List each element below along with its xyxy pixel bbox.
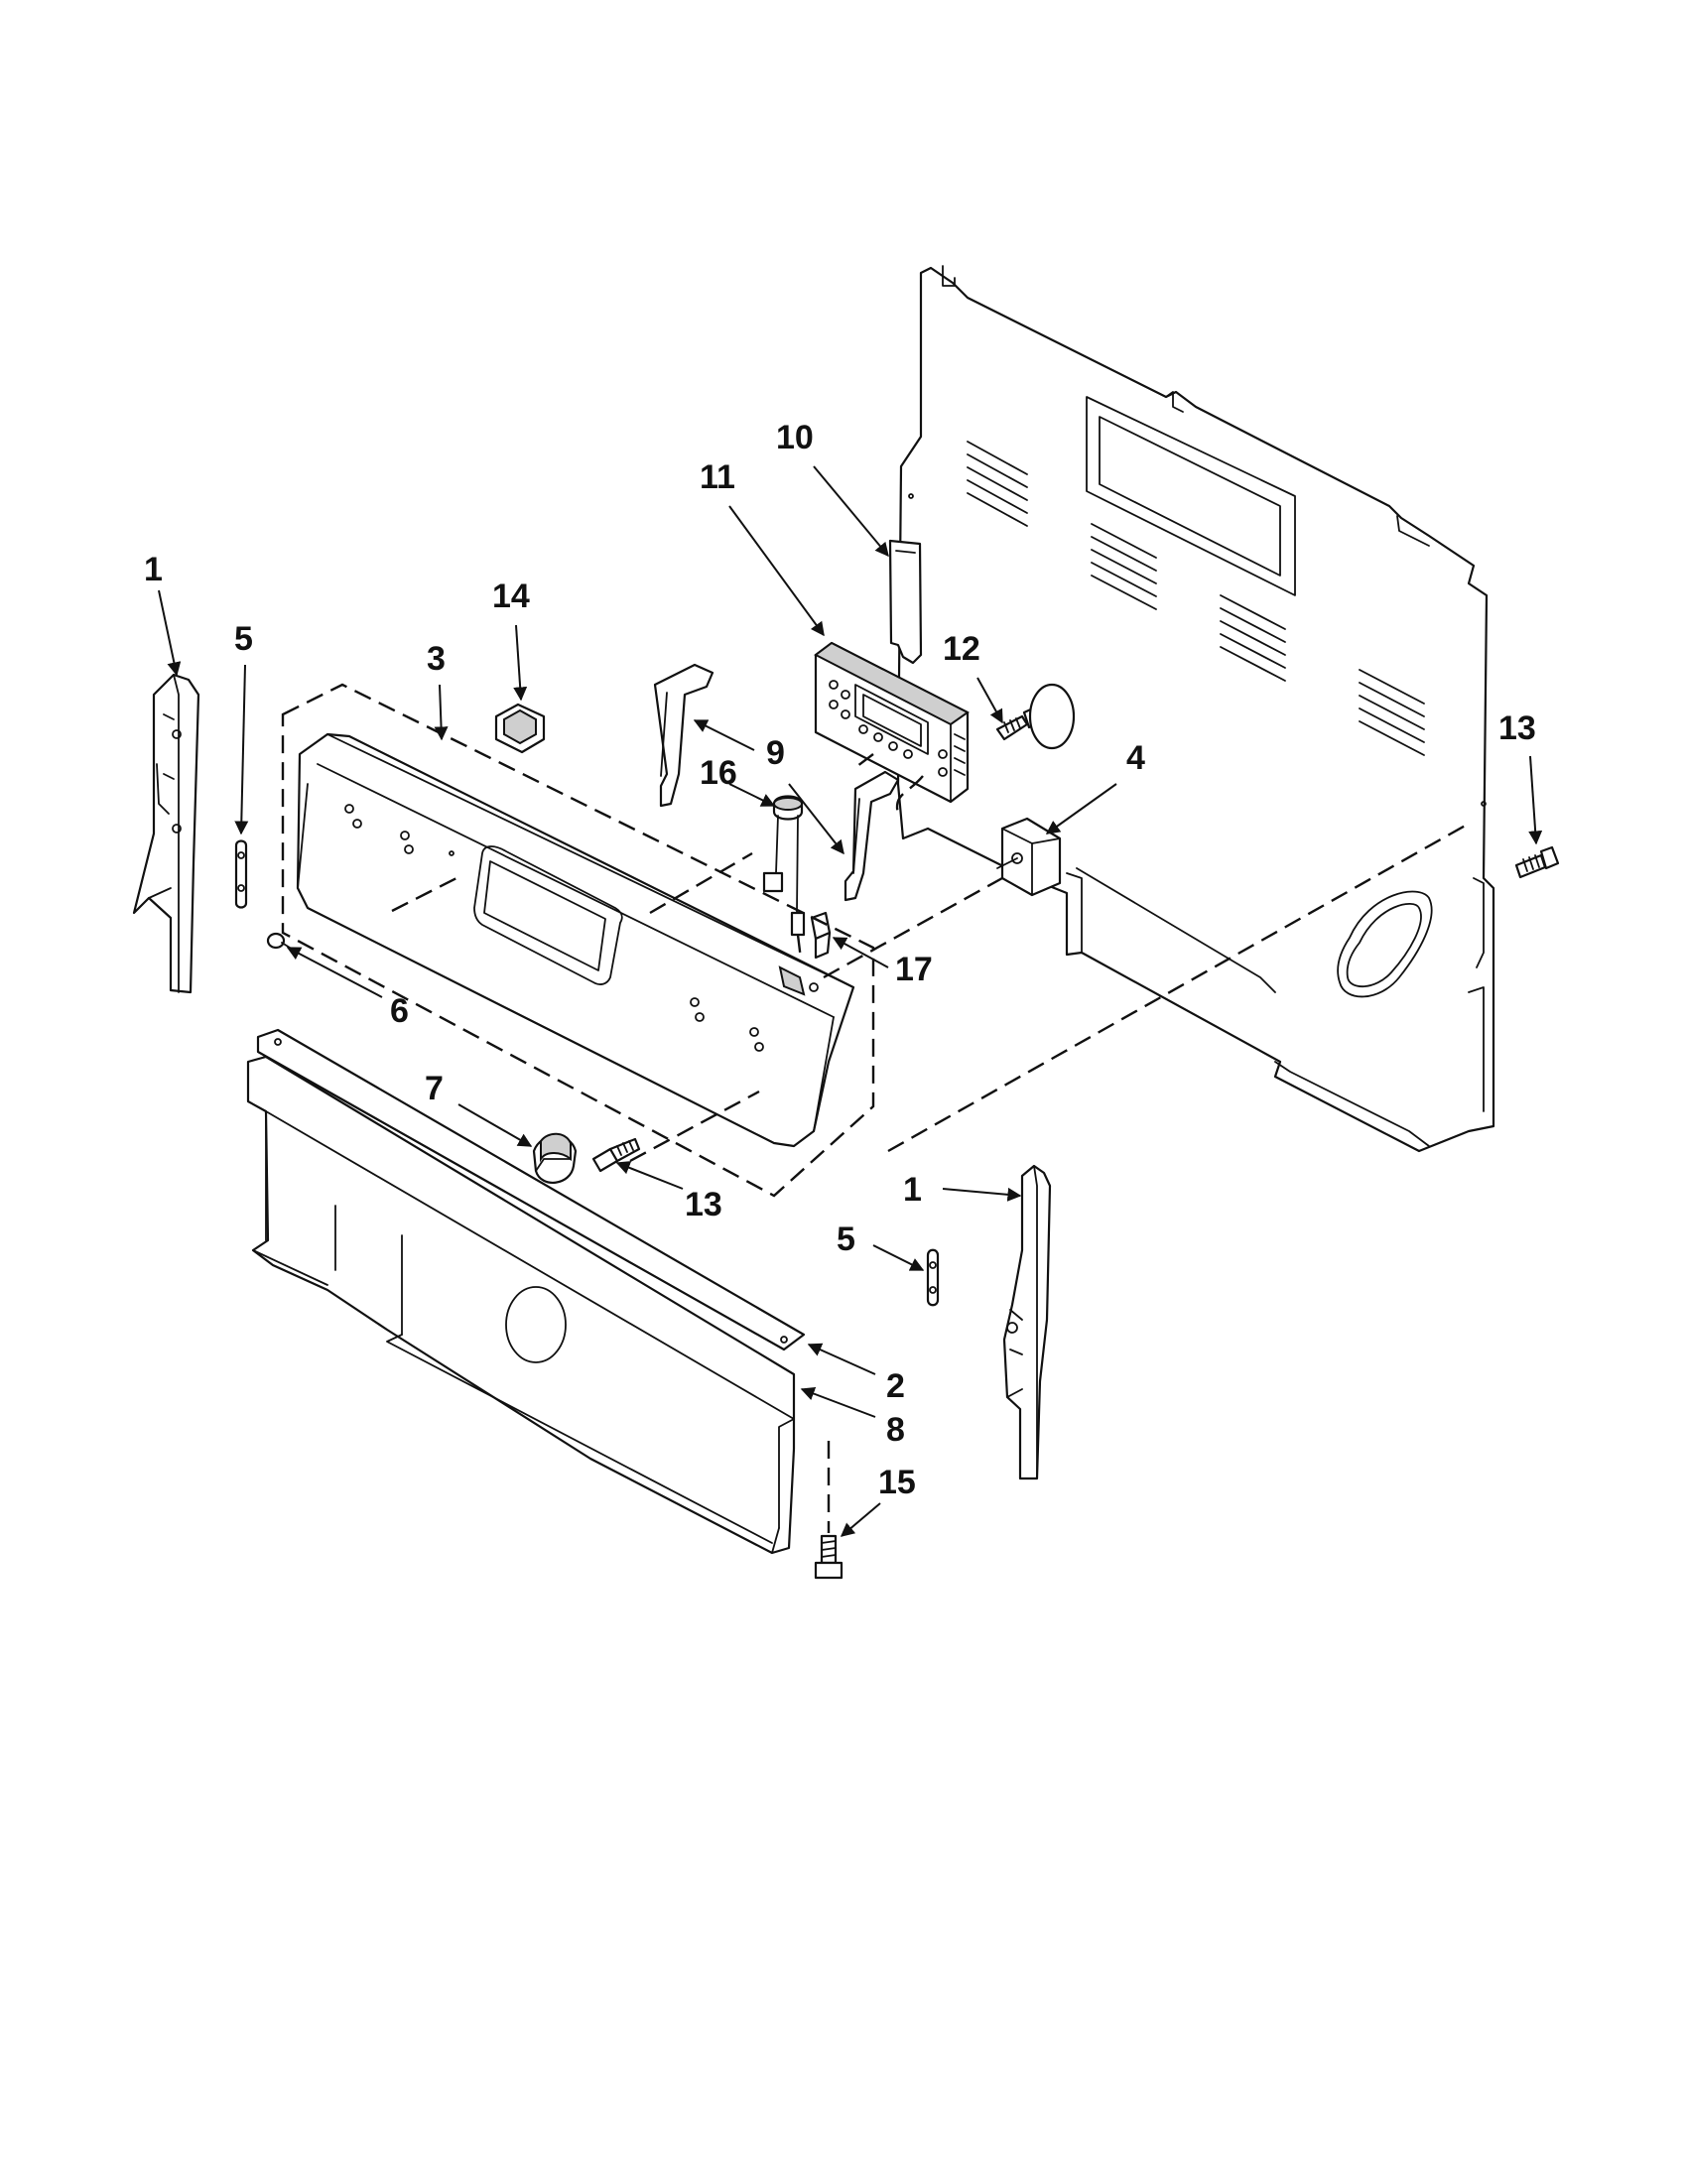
screw-right (1514, 845, 1560, 879)
callout-9: 9 (766, 734, 785, 772)
rear-panel (896, 265, 1495, 1153)
clip-left (234, 839, 248, 909)
callout-3: 3 (427, 640, 446, 678)
brackets-9 (653, 663, 900, 902)
callout-10: 10 (776, 419, 814, 456)
callout-14: 14 (492, 578, 530, 615)
dash-line-3 (887, 822, 1470, 1153)
callout-12: 12 (943, 630, 980, 668)
knob-7 (532, 1132, 578, 1184)
part-16 (762, 795, 806, 968)
callout-11: 11 (700, 458, 735, 496)
screw-15 (814, 1441, 844, 1580)
side-trim-right (1002, 1164, 1052, 1480)
vent-slots-3 (1220, 594, 1286, 682)
callout-1-right: 1 (903, 1171, 922, 1209)
side-trim-left (132, 673, 200, 994)
callout-5-left: 5 (234, 620, 253, 658)
trim-2 (256, 1028, 806, 1351)
dash-line-2 (823, 876, 1003, 979)
leader-lines (158, 465, 1543, 1537)
vent-slots-2 (1091, 523, 1157, 610)
disc-12 (1028, 683, 1076, 750)
callout-17: 17 (895, 951, 933, 988)
callout-5-right: 5 (837, 1220, 855, 1258)
vent-slots-1 (967, 441, 1028, 527)
screw-6 (266, 932, 291, 950)
callout-15: 15 (878, 1464, 916, 1501)
bracket-10 (888, 539, 923, 665)
callout-labels: 1 5 14 3 10 11 12 16 9 4 13 17 6 7 13 1 … (144, 419, 1536, 1501)
dash-line-5 (629, 1090, 760, 1163)
control-panel (281, 683, 875, 1198)
callout-13-front: 13 (685, 1186, 722, 1223)
clip-14 (494, 703, 546, 754)
oval-cutout (1337, 890, 1433, 998)
callout-2: 2 (886, 1367, 905, 1405)
callout-16: 16 (700, 754, 737, 792)
callout-7: 7 (425, 1070, 444, 1107)
callout-6: 6 (390, 992, 409, 1030)
clip-right (926, 1248, 940, 1307)
callout-13-right: 13 (1498, 709, 1536, 747)
dash-line-4 (391, 876, 457, 913)
manifold-panel (246, 1055, 796, 1555)
electronic-control (814, 641, 970, 815)
callout-8: 8 (886, 1411, 905, 1449)
vent-slots-4 (1359, 669, 1425, 756)
callout-4: 4 (1126, 739, 1145, 777)
screw-front (591, 1137, 641, 1173)
dash-line-1 (649, 851, 753, 915)
callout-1-left: 1 (144, 551, 163, 588)
